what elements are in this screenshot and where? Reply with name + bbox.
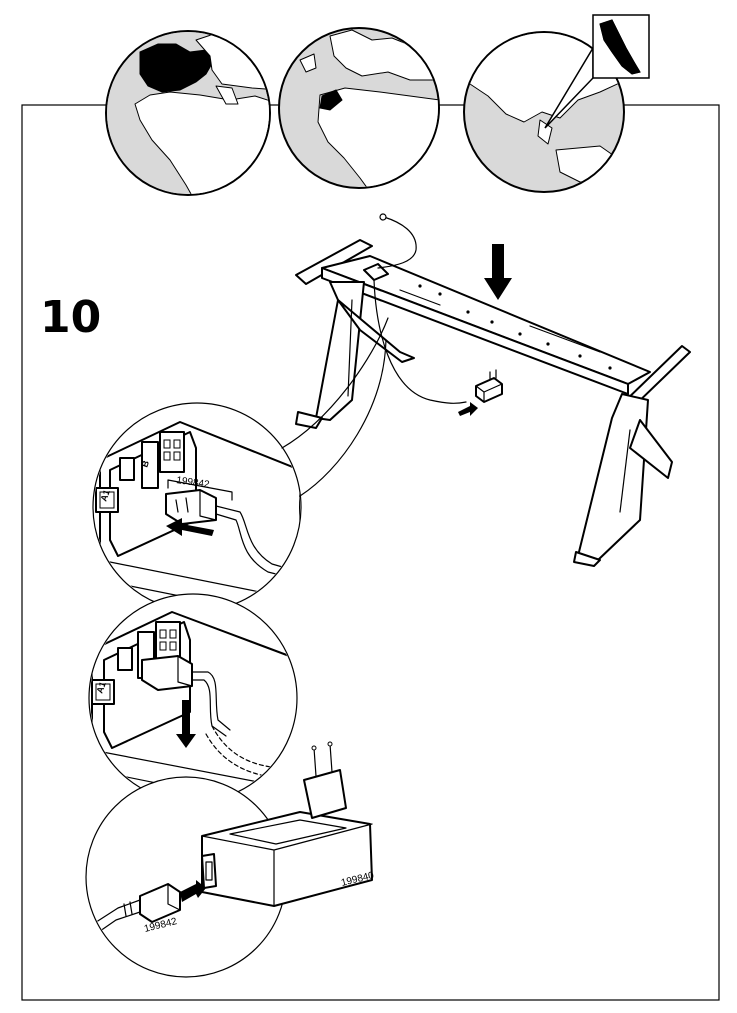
detail-route-cable: A1 xyxy=(88,593,298,803)
port-a1-label-2: A1 xyxy=(94,680,107,694)
detail-connect-cable: A1 B 199842 xyxy=(92,317,389,612)
desk-frame-illustration xyxy=(295,213,691,567)
globe-asia-icon xyxy=(463,14,650,193)
globe-europe-icon xyxy=(105,30,271,196)
detail-power-adapter: 199842 199840 xyxy=(85,741,376,978)
port-a1-label: A1 xyxy=(98,488,111,502)
mini-power-adapter xyxy=(458,369,503,416)
arrow-down-icon xyxy=(484,244,512,300)
port-b-label: B xyxy=(139,459,151,469)
globe-morocco-icon xyxy=(278,27,440,189)
part-number-cable-1: 199842 xyxy=(176,475,211,491)
step-number: 10 xyxy=(40,292,101,343)
arrow-left-icon xyxy=(166,518,214,536)
